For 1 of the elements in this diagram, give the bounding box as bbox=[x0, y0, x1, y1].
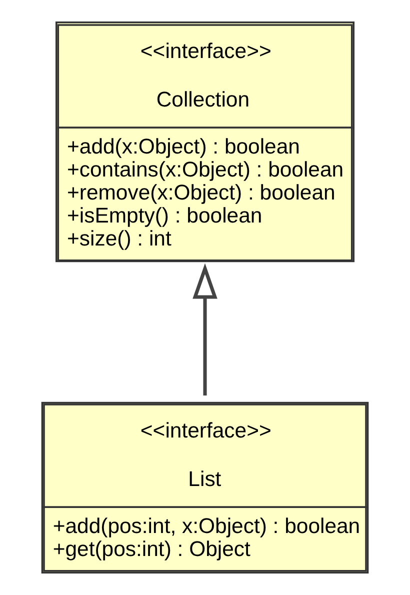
arrow bbox=[192, 263, 218, 396]
